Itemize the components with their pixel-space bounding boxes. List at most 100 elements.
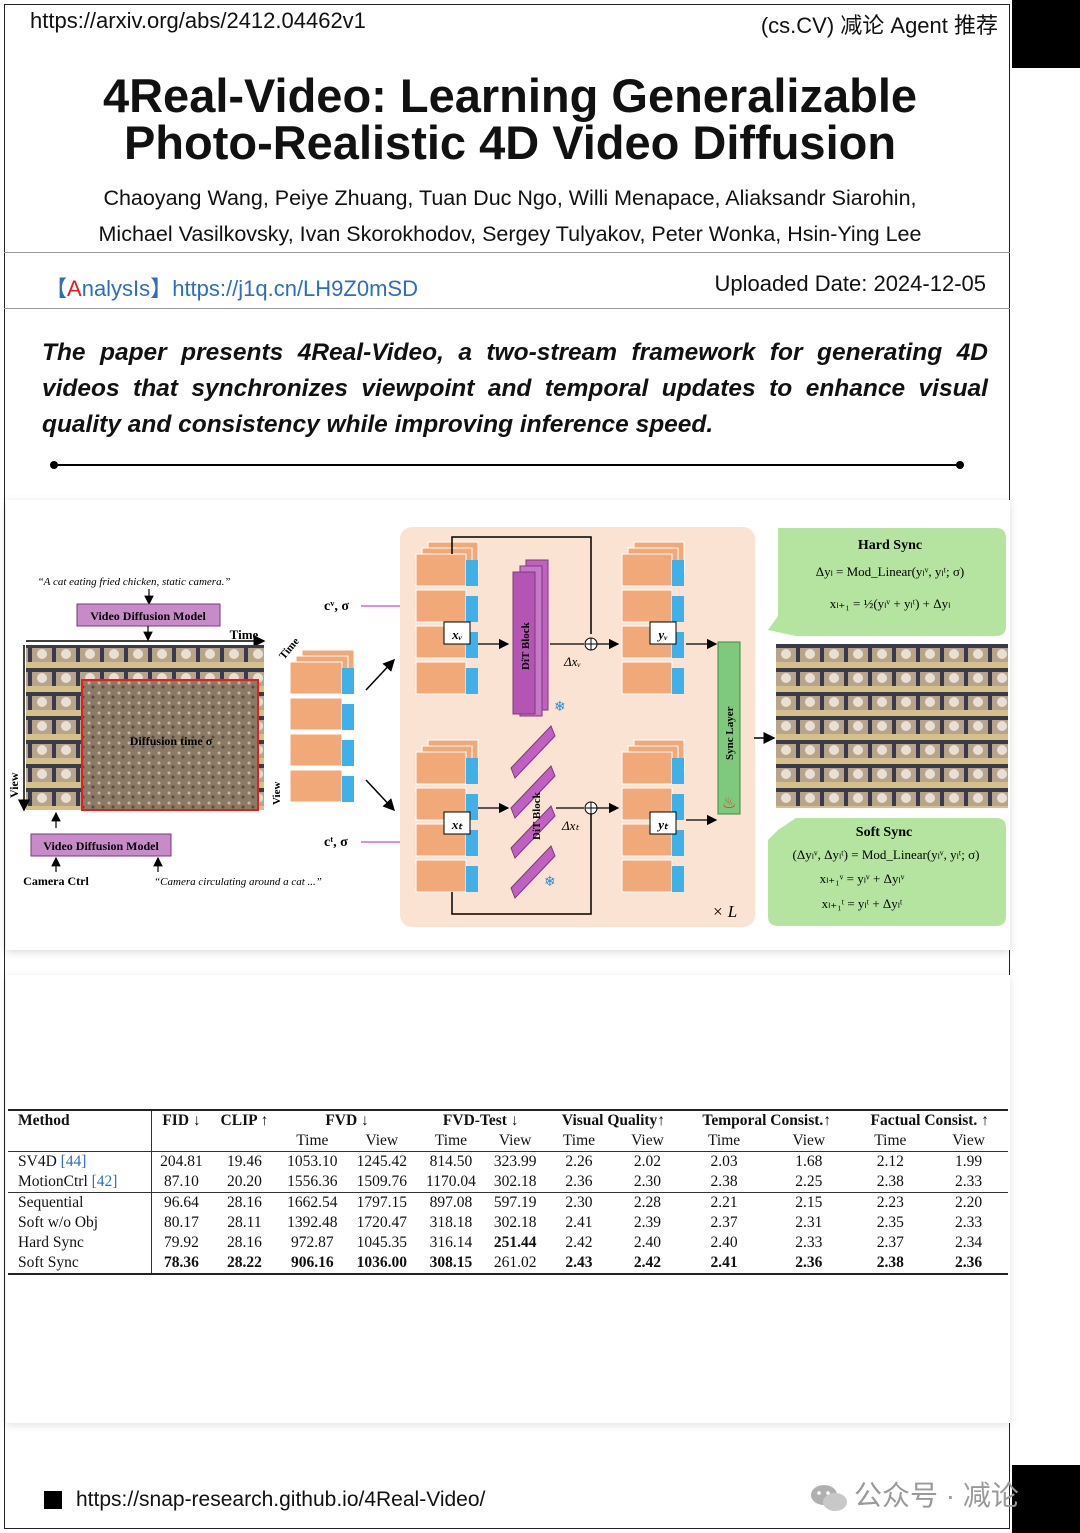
- summary-text: The paper presents 4Real-Video, a two-st…: [42, 339, 988, 438]
- value-cell: 1720.47: [356, 1214, 407, 1231]
- value-cell: 323.99: [493, 1153, 537, 1170]
- value-cell: 302.18: [493, 1214, 537, 1231]
- method-name: Soft w/o Obj: [18, 1214, 99, 1231]
- title-line-2: Photo-Realistic 4D Video Diffusion: [123, 116, 897, 169]
- value-cell: 204.81: [160, 1153, 203, 1170]
- value-cell: 2.30: [633, 1173, 662, 1190]
- sub-header: Time: [851, 1131, 930, 1152]
- col-fid: FID ↓: [151, 1109, 212, 1131]
- value-cell: 972.87: [291, 1234, 334, 1251]
- analysis-word: nalysIs: [81, 276, 151, 301]
- value-cell: 19.46: [227, 1153, 262, 1170]
- value-cell: 316.14: [429, 1234, 473, 1251]
- diffusion-time-label: Diffusion time σ: [130, 734, 213, 748]
- sync-layer-label: Sync Layer: [724, 706, 736, 760]
- analysis-link[interactable]: 【AnalysIs】https://j1q.cn/LH9Z0mSD: [45, 271, 418, 303]
- hard-sync-bubble: [768, 528, 1006, 636]
- value-cell: 2.28: [613, 1192, 682, 1213]
- value-cell: 2.21: [681, 1192, 767, 1213]
- method-cell: Sequential: [8, 1192, 152, 1213]
- value-cell: 2.26: [565, 1153, 593, 1170]
- value-cell: 302.18: [493, 1173, 537, 1190]
- col-fvd: FVD ↓: [277, 1109, 417, 1131]
- value-cell: 1556.36: [287, 1173, 338, 1190]
- value-cell: 1509.76: [356, 1173, 407, 1190]
- method-cell: Hard Sync: [8, 1233, 152, 1253]
- citation-link[interactable]: [44]: [60, 1153, 87, 1170]
- value-cell: 2.02: [633, 1153, 662, 1170]
- value-cell: 2.25: [795, 1173, 823, 1190]
- method-figure: “A cat eating fried chicken, static came…: [6, 500, 1010, 950]
- value-cell: 79.92: [164, 1234, 199, 1251]
- sub-header: View: [347, 1131, 417, 1152]
- value-cell: 1392.48: [287, 1214, 338, 1231]
- uploaded-date: Uploaded Date: 2024-12-05: [714, 271, 986, 296]
- analysis-url[interactable]: https://j1q.cn/LH9Z0mSD: [172, 276, 418, 301]
- value-cell: 2.33: [955, 1173, 983, 1190]
- table-header-row: Method FID ↓ CLIP ↑ FVD ↓ FVD-Test ↓ Vis…: [8, 1109, 1008, 1131]
- camera-ctrl-label: Camera Ctrl: [23, 874, 89, 888]
- value-cell: 1245.42: [356, 1153, 407, 1170]
- time-label: Time: [230, 627, 259, 642]
- value-cell: 2.42: [613, 1253, 682, 1275]
- dit-block-top: [512, 559, 549, 717]
- x-t-label: xₜ: [451, 817, 464, 832]
- value-cell: 906.16: [277, 1253, 348, 1275]
- authors-line-1: Chaoyang Wang, Peiye Zhuang, Tuan Duc Ng…: [103, 186, 917, 210]
- value-cell: 2.41: [565, 1214, 593, 1231]
- sub-header: View: [485, 1131, 545, 1152]
- value-cell: 78.36: [151, 1253, 212, 1275]
- time-stream: [415, 739, 479, 893]
- project-link[interactable]: https://snap-research.github.io/4Real-Vi…: [76, 1488, 486, 1511]
- arrow-stack-up: [365, 658, 396, 691]
- value-cell: 261.02: [485, 1253, 545, 1275]
- soft-sync-title: Soft Sync: [856, 825, 912, 840]
- author-list: Chaoyang Wang, Peiye Zhuang, Tuan Duc Ng…: [10, 180, 1010, 252]
- value-cell: 251.44: [493, 1234, 537, 1251]
- value-cell: 1.68: [795, 1153, 823, 1170]
- ct-sigma-label: cᵗ, σ: [324, 835, 348, 850]
- value-cell: 1036.00: [347, 1253, 417, 1275]
- value-cell: 1053.10: [287, 1153, 338, 1170]
- method-cell: MotionCtrl [42]: [8, 1172, 152, 1193]
- dit-label-bottom: DiT Block: [531, 791, 543, 840]
- col-factual-consist: Factual Consist. ↑: [851, 1109, 1008, 1131]
- method-name: Soft Sync: [18, 1254, 79, 1271]
- separator-mid: [4, 308, 1010, 309]
- sub-header: Time: [277, 1131, 348, 1152]
- value-cell: 2.03: [710, 1153, 738, 1170]
- method-cell: Soft w/o Obj: [8, 1213, 152, 1233]
- analysis-bracket-close: 】: [150, 276, 173, 301]
- y-v-stack: [621, 541, 685, 695]
- value-cell: 1797.15: [347, 1192, 417, 1213]
- value-cell: 2.12: [876, 1153, 904, 1170]
- value-cell: 2.38: [876, 1173, 904, 1190]
- value-cell: 2.33: [955, 1214, 983, 1231]
- category-label: (cs.CV) 减论 Agent 推荐: [760, 13, 998, 38]
- value-cell: 2.42: [565, 1234, 593, 1251]
- arxiv-link[interactable]: https://arxiv.org/abs/2412.04462v1: [30, 8, 366, 33]
- value-cell: 1170.04: [426, 1173, 476, 1190]
- sub-header: Time: [544, 1131, 613, 1152]
- value-cell: 318.18: [429, 1214, 473, 1231]
- sub-header: View: [766, 1131, 852, 1152]
- citation-link[interactable]: [42]: [91, 1173, 118, 1190]
- value-cell: 87.10: [164, 1173, 199, 1190]
- method-diagram: “A cat eating fried chicken, static came…: [7, 527, 1008, 927]
- col-clip: CLIP ↑: [211, 1109, 278, 1131]
- stack-view-label: View: [271, 782, 283, 805]
- value-cell: 2.37: [710, 1214, 738, 1231]
- sub-header: View: [929, 1131, 1008, 1152]
- method-name: SV4D: [18, 1153, 57, 1170]
- summary-divider: [50, 461, 964, 469]
- sync-layer-box: [717, 641, 741, 815]
- separator-top: [4, 252, 1010, 253]
- vdm-bottom-label: Video Diffusion Model: [43, 839, 159, 853]
- output-video-grid: [776, 644, 1008, 808]
- results-table: Method FID ↓ CLIP ↑ FVD ↓ FVD-Test ↓ Vis…: [8, 1109, 1008, 1275]
- vdm-top-label: Video Diffusion Model: [90, 609, 206, 623]
- method-name: Hard Sync: [18, 1234, 84, 1251]
